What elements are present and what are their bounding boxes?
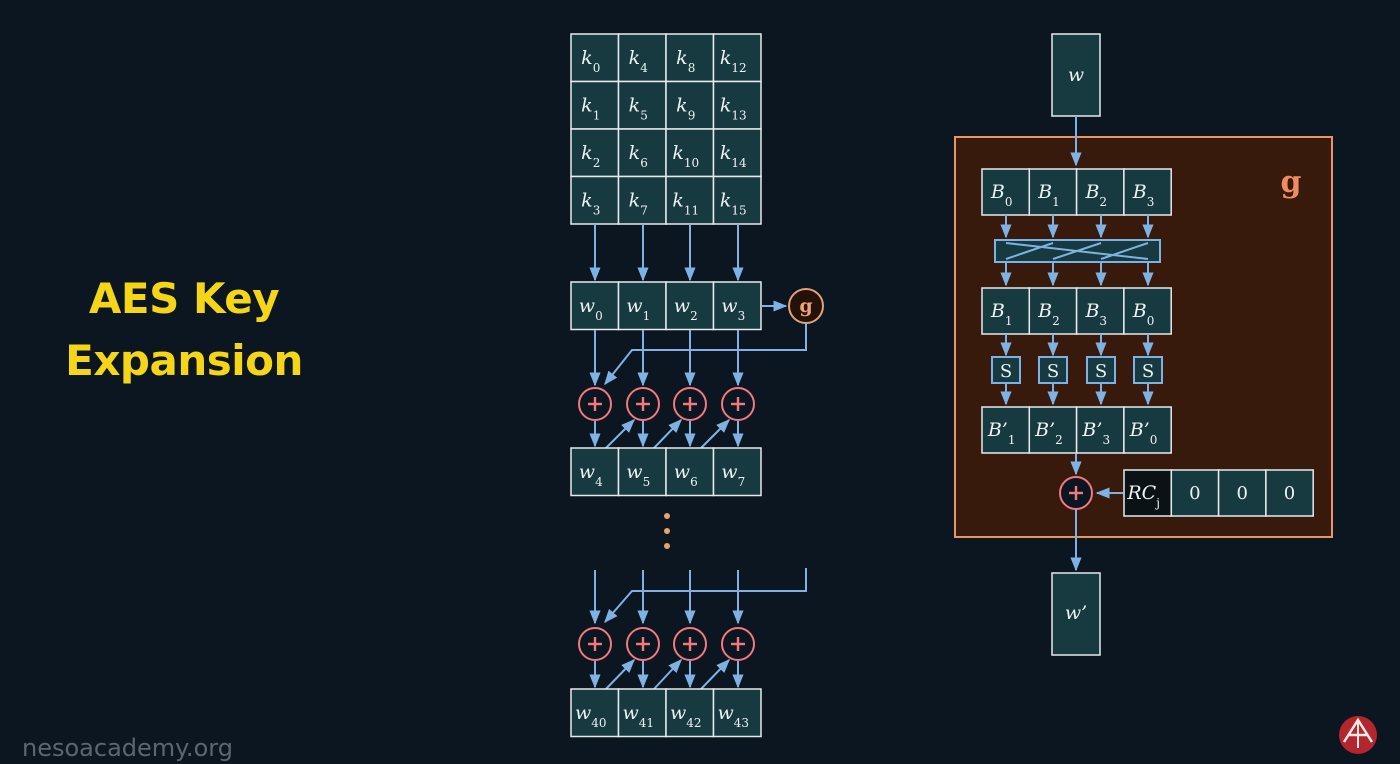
word-cell-row1-1: w1 [617,281,667,331]
sbox-label: S [1095,361,1107,382]
xor-to-word-arrows-final [589,658,744,690]
title-line-2: Expansion [65,336,303,385]
neso-logo-icon [1339,716,1377,754]
xor-node [721,627,755,661]
rcon-zero-cell: 0 [1265,469,1314,517]
byte-sub-3: B’0 [1123,406,1172,454]
xor-to-word-arrows-1 [589,418,744,449]
g-function-label: g [1281,165,1302,200]
rcon-zero-label: 0 [1236,483,1247,504]
website-watermark: nesoacademy.org [22,734,233,762]
xor-node [626,387,660,421]
word-cell-row1-0: w0 [570,281,620,331]
word-cell-row2-0: w4 [570,447,620,497]
g-output-label: w’ [1065,602,1087,624]
rcon-zero-cell: 0 [1170,469,1220,517]
word-cell-row3-1: w41 [617,688,667,738]
key-cell-k0: k0 [570,33,620,83]
xor-row-1 [578,387,755,421]
title-line-1: AES Key [88,274,280,323]
key-cell-k6: k6 [617,128,667,178]
byte-initial-2: B2 [1075,168,1125,216]
word-cell-row2-2: w6 [665,447,715,497]
byte-rotated-0: B1 [981,287,1031,335]
sbox: S [991,356,1021,384]
key-cell-k10: k10 [665,128,715,178]
byte-sub-2: B’3 [1075,406,1125,454]
key-cell-k12: k12 [712,33,762,83]
word-cell-row1-2: w2 [665,281,715,331]
rcon-zero-label: 0 [1189,483,1200,504]
key-to-word-arrows [589,224,744,282]
rcon-zero-cell: 0 [1217,469,1267,517]
byte-initial-1: B1 [1028,168,1078,216]
word-cell-row3-0: w40 [570,688,620,738]
byte-rotated-1: B2 [1028,287,1078,335]
byte-sub-0: B’1 [981,406,1031,454]
rcon-zero-label: 0 [1284,483,1295,504]
xor-node [626,627,660,661]
key-cell-k15: k15 [712,175,762,225]
g-node-label: g [799,295,812,317]
sbox-label: S [1047,361,1059,382]
g-function-node: g [788,288,824,324]
word-cell-row3-3: w43 [712,688,762,738]
key-cell-k8: k8 [665,33,715,83]
byte-initial-0: B0 [981,168,1031,216]
word-cell-row3-2: w42 [665,688,715,738]
key-cell-k1: k1 [570,80,620,130]
key-cell-k14: k14 [712,128,762,178]
key-cell-k5: k5 [617,80,667,130]
xor-node [673,387,707,421]
xor-row-final [578,627,755,661]
sbox-label: S [1000,361,1012,382]
g-output-word: w’ [1051,572,1101,656]
round-constant-row: RCj 0 0 0 [1123,469,1314,517]
key-cell-k2: k2 [570,128,620,178]
g-input-label: w [1068,64,1084,86]
byte-rotated-2: B3 [1075,287,1125,335]
word-cell-row2-3: w7 [712,447,762,497]
sbox: S [1038,356,1068,384]
g-input-word: w [1051,33,1101,117]
rcon-cell: RCj [1123,469,1173,517]
key-cell-k9: k9 [665,80,715,130]
rotate-word-box [994,215,1161,287]
g-feedback-line [604,323,807,386]
key-cell-k7: k7 [617,175,667,225]
key-cell-k3: k3 [570,175,620,225]
key-cell-k11: k11 [665,175,715,225]
sbox: S [1086,356,1116,384]
byte-initial-3: B3 [1123,168,1172,216]
slide-title: AES Key Expansion [44,268,324,392]
rcon-xor [1059,476,1093,510]
sbox-label: S [1142,361,1154,382]
word-to-xor-arrows-1 [589,330,744,387]
word-cell-row1-3: w3 [712,281,762,331]
xor-node [673,627,707,661]
ellipsis-dots [664,513,670,549]
xor-node [578,387,612,421]
word-cell-row2-1: w5 [617,447,667,497]
bottom-input-lines [589,568,807,625]
sbox: S [1133,356,1163,384]
key-cell-k4: k4 [617,33,667,83]
xor-node [721,387,755,421]
byte-rotated-3: B0 [1123,287,1172,335]
key-cell-k13: k13 [712,80,762,130]
xor-node [578,627,612,661]
byte-sub-1: B’2 [1028,406,1078,454]
